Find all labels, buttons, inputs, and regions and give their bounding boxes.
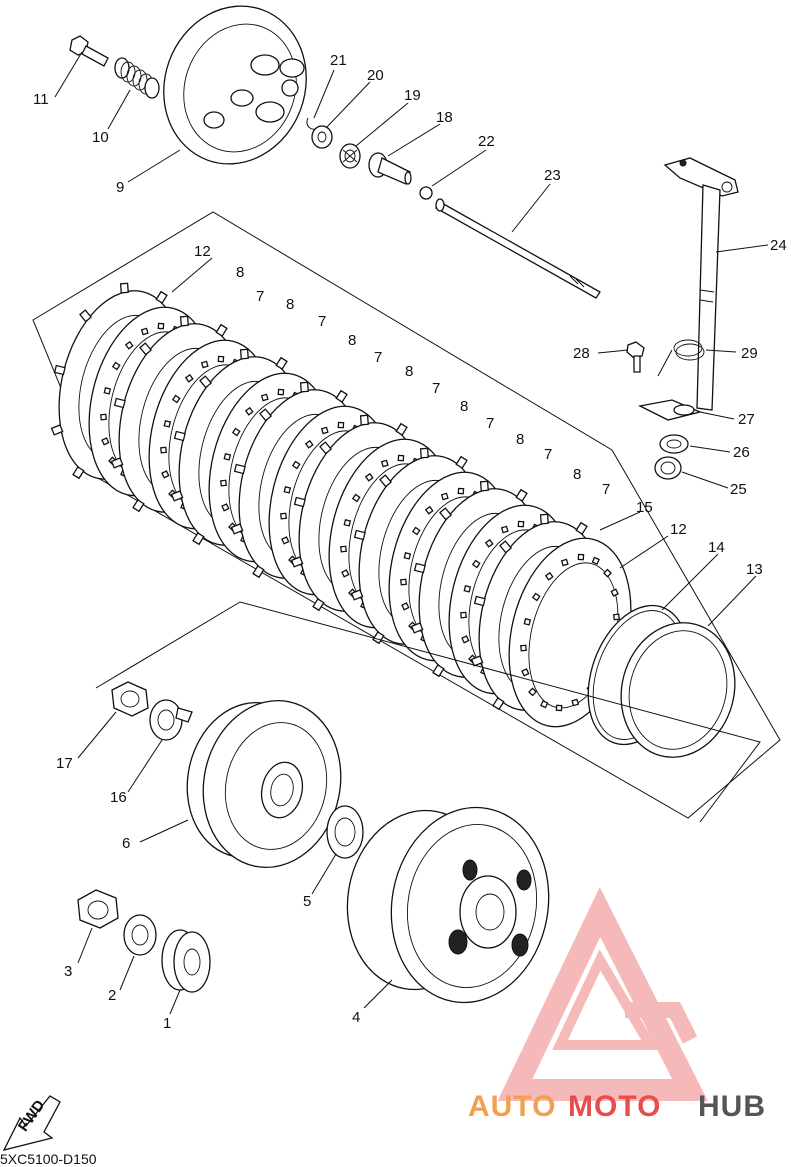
- thrust-washer: [326, 805, 364, 859]
- bolt-28: [626, 341, 645, 373]
- washer: [311, 125, 333, 149]
- label-12a: 12: [194, 243, 211, 260]
- watermark-hub: HUB: [698, 1090, 766, 1123]
- label-7e: 7: [486, 415, 494, 432]
- part-labels: 1 2 3 4 5 6 7 7 7 7 7 7 7 8 8 8 8 8 8 8 …: [33, 52, 787, 1032]
- label-7f: 7: [544, 446, 552, 463]
- label-19: 19: [404, 87, 421, 104]
- lock-washer-16: [149, 699, 193, 741]
- label-7d: 7: [432, 380, 440, 397]
- label-8d: 8: [405, 363, 413, 380]
- nut-3: [77, 889, 119, 929]
- watermark-logo: [497, 887, 708, 1101]
- label-22: 22: [478, 133, 495, 150]
- lever-spring: [657, 339, 705, 377]
- plate-27: [637, 399, 703, 421]
- label-7a: 7: [256, 288, 264, 305]
- label-7b: 7: [318, 313, 326, 330]
- label-15: 15: [636, 499, 653, 516]
- gear-1: [161, 929, 211, 993]
- label-21: 21: [330, 52, 347, 69]
- bearing: [339, 143, 361, 169]
- label-8e: 8: [460, 398, 468, 415]
- label-14: 14: [708, 539, 725, 556]
- cushion-ring: [620, 622, 736, 758]
- label-4: 4: [352, 1009, 360, 1026]
- label-25: 25: [730, 481, 747, 498]
- label-8c: 8: [348, 332, 356, 349]
- label-28: 28: [573, 345, 590, 362]
- watermark-text: AUTO MOTO HUB: [468, 1090, 766, 1123]
- push-rod-2: [435, 198, 601, 299]
- label-29: 29: [741, 345, 758, 362]
- label-8a: 8: [236, 264, 244, 281]
- clutch-spring: [114, 57, 160, 99]
- label-26: 26: [733, 444, 750, 461]
- label-18: 18: [436, 109, 453, 126]
- label-7c: 7: [374, 349, 382, 366]
- leader-lines: [54, 51, 769, 1015]
- clutch-plates: [50, 282, 632, 728]
- label-8g: 8: [573, 466, 581, 483]
- fwd-arrow-icon: FWD: [2, 1095, 61, 1151]
- watermark-moto: MOTO: [568, 1090, 661, 1123]
- push-rod-1: [368, 152, 412, 185]
- label-24: 24: [770, 237, 787, 254]
- label-12b: 12: [670, 521, 687, 538]
- label-10: 10: [92, 129, 109, 146]
- diagram-code: 5XC5100-D150: [0, 1151, 97, 1167]
- boss-nut: [111, 681, 149, 717]
- label-8f: 8: [516, 431, 524, 448]
- needle-bearing: [654, 456, 682, 480]
- label-20: 20: [367, 67, 384, 84]
- label-17: 17: [56, 755, 73, 772]
- label-23: 23: [544, 167, 561, 184]
- label-5: 5: [303, 893, 311, 910]
- watermark-auto: AUTO: [468, 1090, 556, 1123]
- label-1: 1: [163, 1015, 171, 1032]
- label-27: 27: [738, 411, 755, 428]
- primary-driven-gear: [346, 806, 550, 1004]
- lock-washer-2: [123, 914, 157, 956]
- label-13: 13: [746, 561, 763, 578]
- hub-outline: [95, 601, 761, 823]
- label-11: 11: [33, 91, 49, 108]
- label-8b: 8: [286, 296, 294, 313]
- label-9: 9: [116, 179, 124, 196]
- label-3: 3: [64, 963, 72, 980]
- pressure-plate: [163, 5, 307, 165]
- push-lever-shaft: [663, 157, 739, 411]
- label-2: 2: [108, 987, 116, 1004]
- spring-bolt: [69, 35, 109, 67]
- label-7g: 7: [602, 481, 610, 498]
- label-16: 16: [110, 789, 127, 806]
- oil-seal: [659, 434, 689, 454]
- ball: [419, 186, 433, 200]
- clutch-boss: [186, 699, 342, 869]
- label-6: 6: [122, 835, 130, 852]
